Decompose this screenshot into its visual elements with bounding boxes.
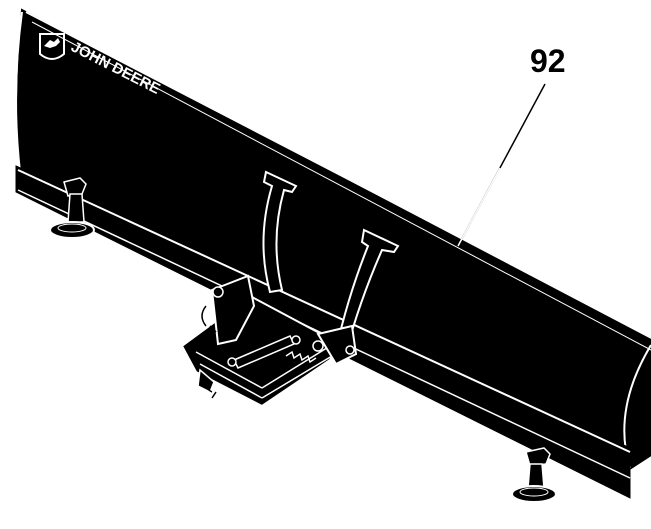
deer-shape-icon: [44, 38, 60, 48]
callout-92: 92: [457, 43, 566, 247]
skid-shoe-right: [511, 447, 557, 503]
frame-rail-right: [261, 345, 333, 399]
frame-rail-left: [195, 351, 263, 399]
return-spring: [285, 350, 317, 364]
blade-left-end: [15, 11, 23, 189]
callout-leader-line-visible: [457, 167, 501, 247]
hitch-tongue: [197, 368, 215, 394]
brace-left: [262, 170, 298, 294]
pin-icon: [345, 345, 355, 355]
deer-emblem-icon: [39, 33, 65, 60]
pin-icon: [291, 335, 301, 345]
hanging-pin-left: [201, 305, 217, 333]
blade-top-edge: [25, 11, 651, 337]
cutting-edge-top-line: [17, 169, 631, 453]
blade-top-edge-inner: [31, 21, 651, 351]
pivot-bracket-right: [316, 324, 358, 366]
skid-shoe-left: [49, 177, 95, 239]
hanging-pin-front: [205, 379, 217, 399]
pin-icon: [227, 357, 237, 367]
pin-icon: [312, 340, 324, 352]
pin-icon: [212, 286, 224, 298]
callout-number: 92: [530, 43, 566, 79]
mounting-frame: [180, 274, 358, 408]
